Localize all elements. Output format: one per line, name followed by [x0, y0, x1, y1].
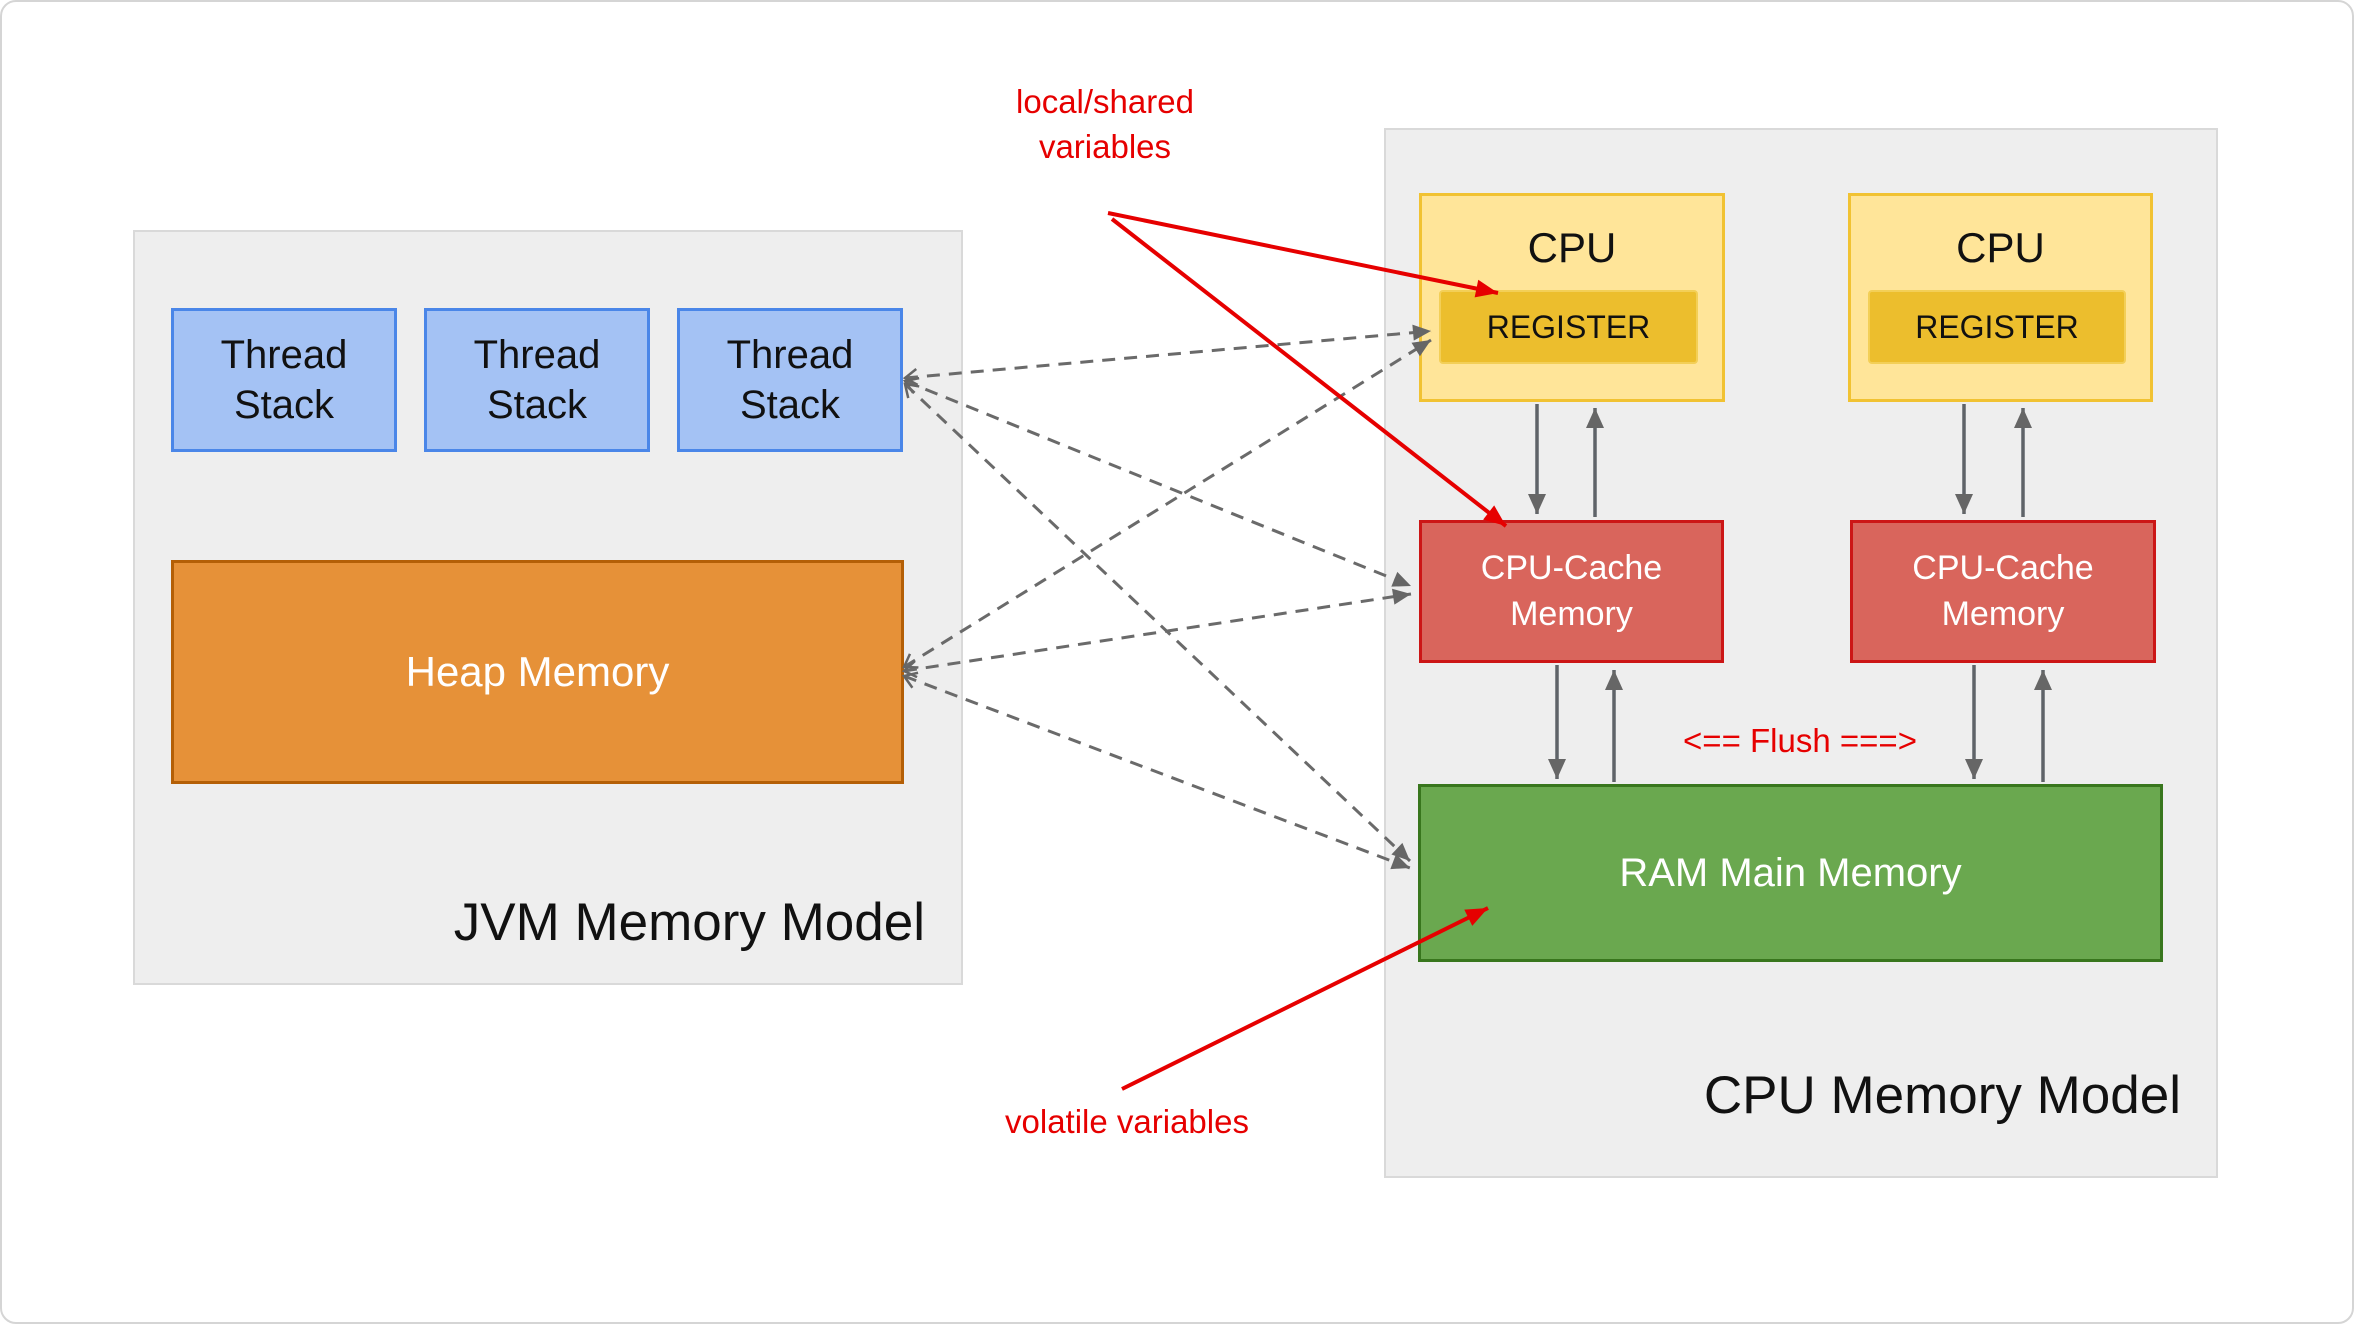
- thread-stack-label: Thread Stack: [473, 333, 601, 427]
- dashed-arrow-heap-register: [904, 338, 1432, 667]
- cpu-cache-box-2: CPU-Cache Memory: [1850, 520, 2156, 663]
- volatile-variables-annotation: volatile variables: [1005, 1103, 1249, 1140]
- heap-memory-label: Heap Memory: [405, 648, 670, 695]
- cpu-label: CPU: [1527, 224, 1617, 271]
- thread-stack-label: Thread Stack: [726, 333, 854, 427]
- flush-annotation: <== Flush ===>: [1683, 722, 1917, 759]
- heap-memory-box: Heap Memory: [171, 560, 904, 784]
- dashed-arrow-heap-cache: [904, 594, 1412, 671]
- register-label: REGISTER: [1915, 308, 2079, 345]
- register-box-2: REGISTER: [1868, 290, 2126, 364]
- local-shared-line2: variables: [1038, 127, 1172, 165]
- cpu-panel-title: CPU Memory Model: [1703, 1066, 2181, 1125]
- register-label: REGISTER: [1486, 308, 1651, 345]
- cpu-cache-label: CPU-Cache Memory: [1912, 548, 2094, 633]
- local-shared-variables-annotation: local/shared variables: [955, 80, 1255, 169]
- dashed-arrow-threadstack-ram: [905, 384, 1412, 863]
- cpu-label: CPU: [1956, 224, 2045, 271]
- dashed-arrow-heap-ram: [904, 676, 1411, 870]
- ram-main-memory-box: RAM Main Memory: [1418, 784, 2163, 962]
- register-box-1: REGISTER: [1439, 290, 1698, 364]
- ram-main-memory-label: RAM Main Memory: [1619, 850, 1962, 895]
- dashed-arrow-threadstack-register: [905, 331, 1432, 378]
- dashed-arrow-threadstack-cache: [905, 381, 1412, 588]
- local-shared-line1: local/shared: [1016, 83, 1194, 120]
- thread-stack-label: Thread Stack: [220, 333, 348, 427]
- thread-stack-box-1: Thread Stack: [171, 308, 397, 452]
- jvm-panel-title: JVM Memory Model: [453, 893, 925, 952]
- thread-stack-box-2: Thread Stack: [424, 308, 650, 452]
- cpu-cache-box-1: CPU-Cache Memory: [1419, 520, 1724, 663]
- thread-stack-box-3: Thread Stack: [677, 308, 903, 452]
- cpu-cache-label: CPU-Cache Memory: [1480, 548, 1663, 633]
